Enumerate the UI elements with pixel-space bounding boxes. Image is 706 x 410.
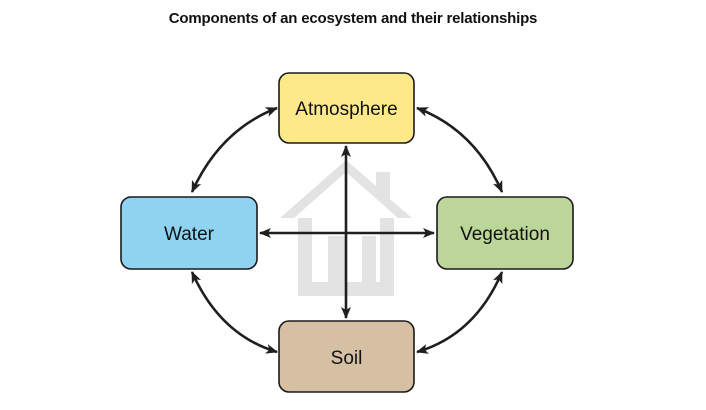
arrow-vegetation-soil — [416, 271, 504, 354]
node-water-label: Water — [164, 224, 215, 245]
node-water-box — [120, 196, 258, 270]
node-vegetation-label: Vegetation — [460, 224, 550, 245]
node-atmosphere: Atmosphere — [278, 72, 415, 144]
node-soil: Soil — [278, 320, 415, 393]
node-soil-label: Soil — [331, 348, 363, 369]
arrow-water-soil — [190, 271, 278, 354]
arrow-atmosphere-water — [190, 106, 278, 193]
node-water: Water — [120, 196, 258, 270]
diagram-title: Components of an ecosystem and their rel… — [168, 10, 538, 27]
arrow-atmosphere-vegetation — [416, 106, 504, 193]
node-vegetation: Vegetation — [436, 196, 574, 270]
node-atmosphere-label: Atmosphere — [295, 99, 397, 120]
node-soil-box — [278, 320, 415, 393]
node-vegetation-box — [436, 196, 574, 270]
node-atmosphere-box — [278, 72, 415, 144]
